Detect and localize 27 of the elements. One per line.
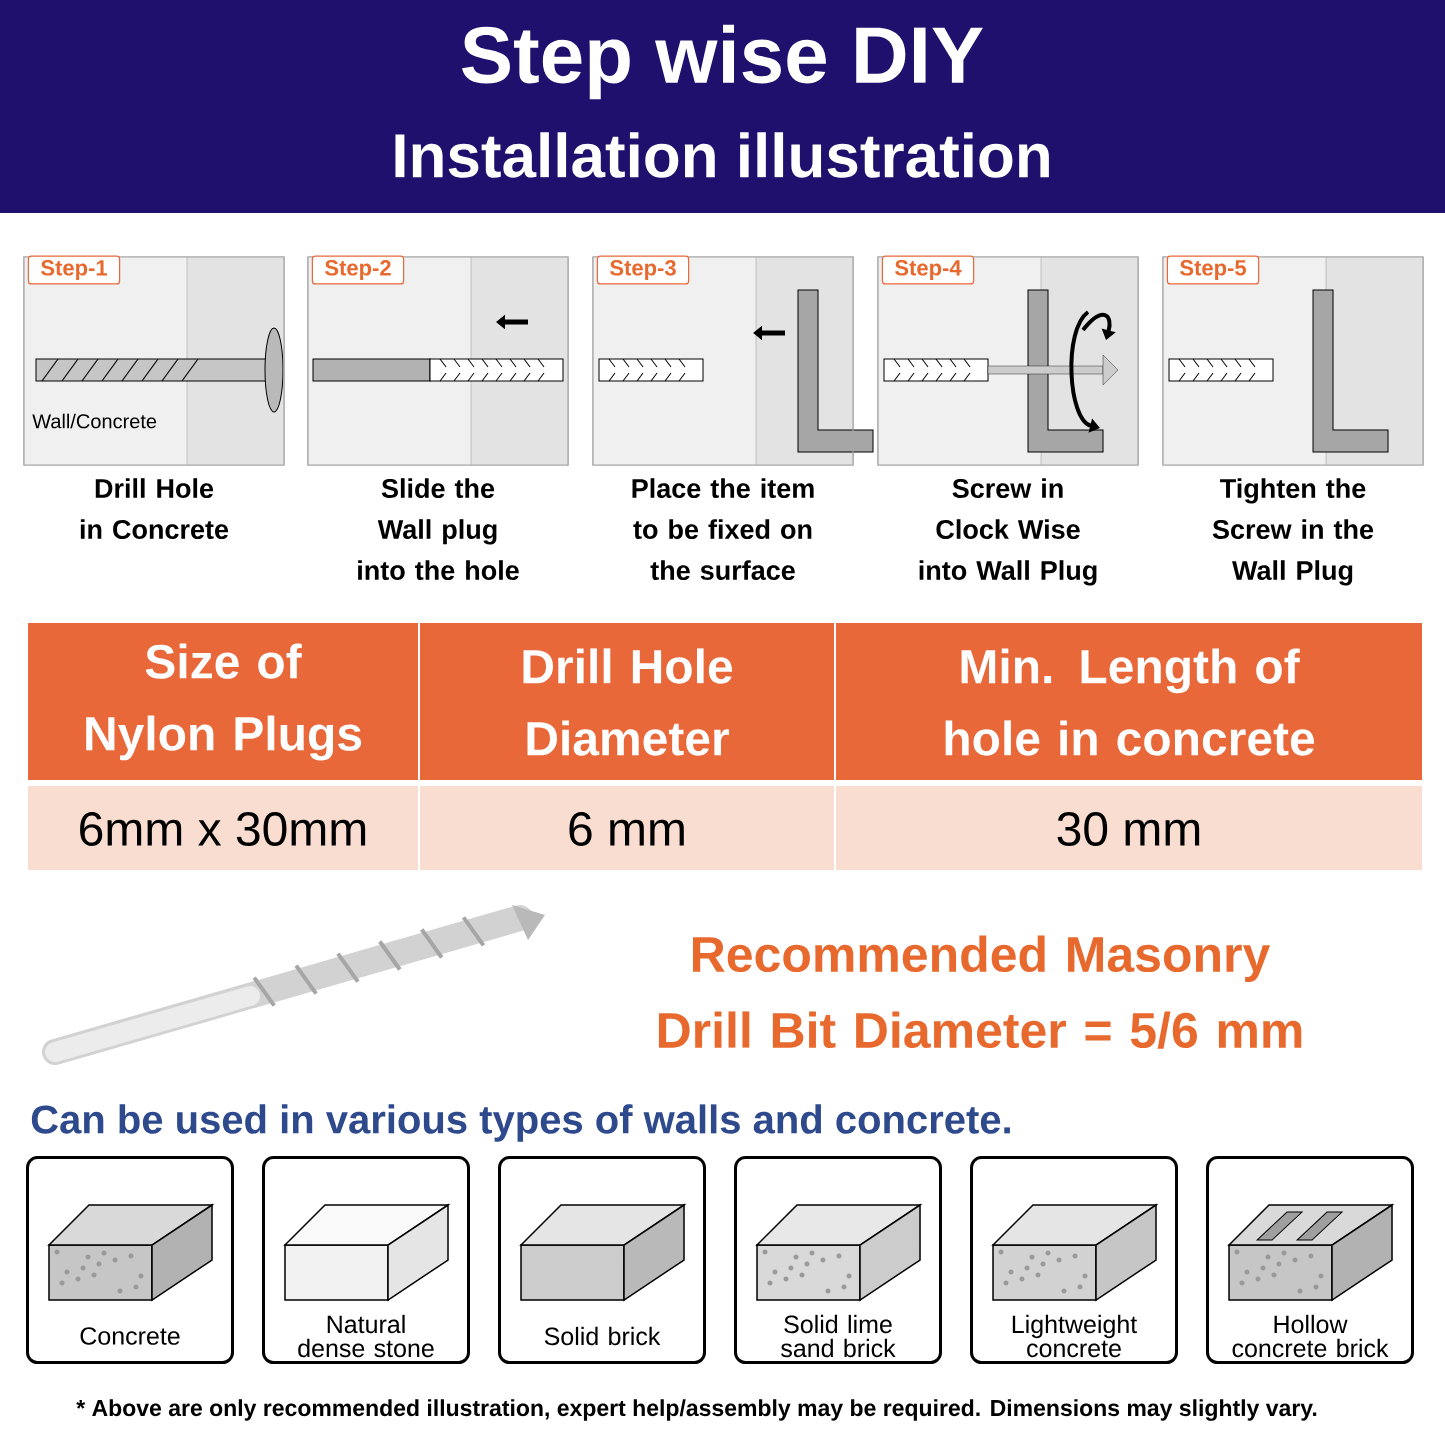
step-caption: Drill Hole in Concrete — [80, 478, 229, 540]
step-tag: Step-3 — [596, 255, 690, 285]
wall-type-label: Lightweight concrete — [1012, 1314, 1138, 1358]
subtitle: Installation illustration — [395, 132, 1049, 178]
step-tag: Step-2 — [311, 255, 405, 285]
step-tag: Step-1 — [27, 255, 121, 285]
wall-type-label: Concrete — [80, 1327, 180, 1345]
table-cell: 6 mm — [420, 786, 834, 870]
recommendation-text: Recommended Masonry Drill Bit Diameter = 5/6 mm — [658, 935, 1302, 1049]
wall-label: Wall/Concrete — [32, 413, 157, 429]
table-cell: 30 mm — [836, 786, 1422, 870]
footnote: * Above are only recommended illustration, expert help/assembly may be required. Dimensions may slightly vary. — [76, 1399, 1317, 1421]
wall-type-label: Hollow concrete brick — [1232, 1314, 1389, 1358]
step-tag: Step-4 — [881, 255, 975, 285]
table-header-cell: Min. Length of hole in concrete — [836, 623, 1422, 780]
table-header-cell: Size of Nylon Plugs — [28, 623, 418, 780]
wall-type-label: Solid lime sand brick — [781, 1314, 896, 1358]
step-tag: Step-5 — [1166, 255, 1260, 285]
step-caption: Screw in Clock Wise into Wall Plug — [919, 478, 1097, 586]
step-caption: Tighten the Screw in the Wall Plug — [1212, 478, 1374, 586]
wall-type-label: Solid brick — [544, 1326, 661, 1346]
step-caption: Place the item to be fixed on the surface — [632, 478, 814, 581]
table-header-cell: Drill Hole Diameter — [420, 623, 834, 780]
step-caption: Slide the Wall plug into the hole — [358, 478, 519, 581]
table-cell: 6mm x 30mm — [28, 786, 418, 870]
section-heading: Can be used in various types of walls and concrete. — [31, 1104, 1010, 1142]
wall-type-label: Natural dense stone — [298, 1314, 434, 1358]
